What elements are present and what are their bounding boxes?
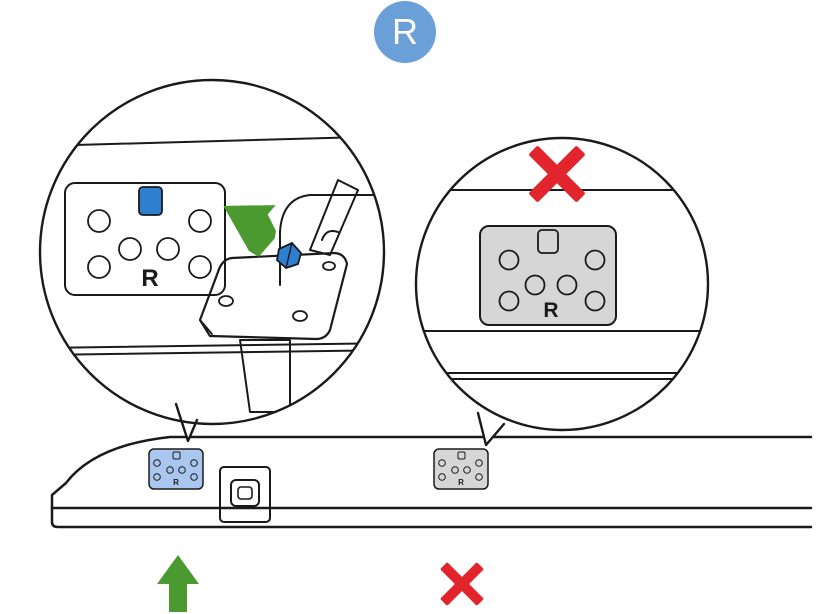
plate-label-small-wrong: R — [458, 478, 464, 487]
plate-label-large-correct: R — [141, 265, 158, 292]
mount-plate-correct-large — [64, 182, 226, 296]
zoom-callout-wrong: R — [414, 136, 710, 447]
port-socket — [230, 479, 260, 507]
zoom-callout-correct: R — [38, 78, 386, 443]
indicator-correct — [157, 555, 199, 612]
mount-plate-wrong-small: R — [433, 448, 489, 490]
port-housing — [219, 466, 271, 523]
indicator-incorrect — [440, 562, 484, 606]
clip-installed — [138, 186, 163, 216]
green-arrow-icon — [157, 555, 199, 612]
side-badge-circle — [374, 1, 436, 63]
plate-label-large-wrong: R — [543, 299, 558, 322]
green-arrow-icon — [223, 205, 276, 257]
mount-plate-correct-small: R — [148, 448, 204, 490]
red-cross-icon — [529, 146, 585, 202]
side-badge: R — [374, 1, 436, 63]
plate-label-small-correct: R — [173, 478, 179, 487]
panel-body — [50, 435, 813, 529]
mount-plate-wrong-large — [479, 225, 617, 326]
side-badge-letter: R — [392, 11, 418, 52]
clip-missing-slot — [537, 229, 559, 254]
